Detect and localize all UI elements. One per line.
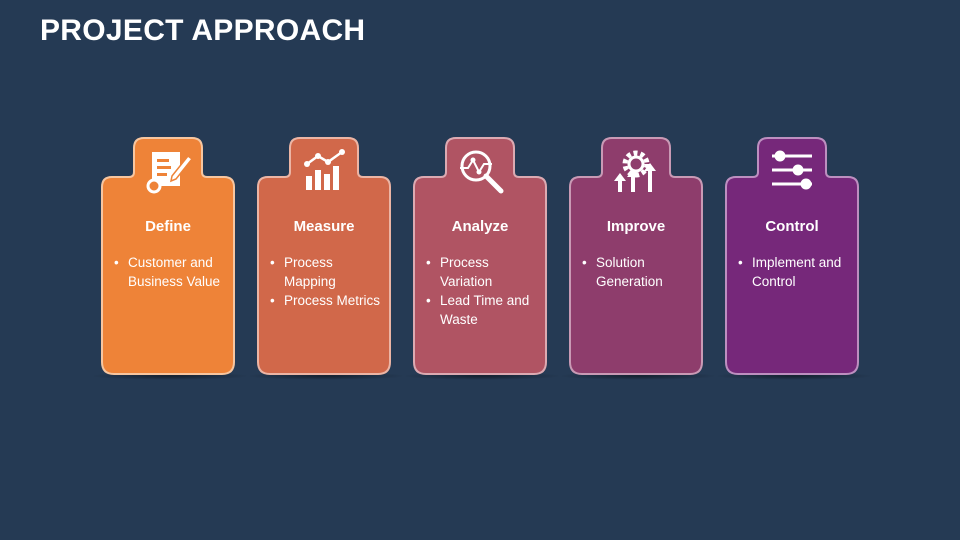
card-shadow (246, 372, 406, 380)
card-title: Define (145, 218, 191, 235)
card-measure: Measure Process Mapping Process Metrics (256, 136, 392, 376)
card-shadow (402, 372, 562, 380)
document-edit-icon (146, 152, 192, 194)
card-shadow (558, 372, 718, 380)
magnifier-chart-icon (460, 150, 504, 194)
bullet-list: Process Mapping Process Metrics (270, 253, 388, 310)
list-item: Solution Generation (582, 253, 700, 291)
card-title: Improve (606, 218, 666, 235)
card-title: Control (765, 218, 819, 235)
bullet-list: Customer and Business Value (114, 253, 232, 291)
gear-arrows-icon (614, 150, 656, 192)
bullet-list: Solution Generation (582, 253, 700, 291)
card-title: Analyze (451, 218, 509, 235)
list-item: Process Variation (426, 253, 544, 291)
page-title: PROJECT APPROACH (40, 14, 366, 47)
card-define: Define Customer and Business Value (100, 136, 236, 376)
card-improve: Improve Solution Generation (568, 136, 704, 376)
list-item: Implement and Control (738, 253, 856, 291)
sliders-icon (772, 150, 812, 190)
bullet-list: Implement and Control (738, 253, 856, 291)
list-item: Customer and Business Value (114, 253, 232, 291)
card-control: Control Implement and Control (724, 136, 860, 376)
list-item: Process Mapping (270, 253, 388, 291)
bar-chart-icon (304, 149, 345, 190)
card-shadow (90, 372, 250, 380)
card-title: Measure (293, 218, 355, 235)
list-item: Process Metrics (270, 291, 388, 310)
list-item: Lead Time and Waste (426, 291, 544, 329)
card-analyze: Analyze Process Variation Lead Time and … (412, 136, 548, 376)
bullet-list: Process Variation Lead Time and Waste (426, 253, 544, 329)
card-shadow (714, 372, 874, 380)
